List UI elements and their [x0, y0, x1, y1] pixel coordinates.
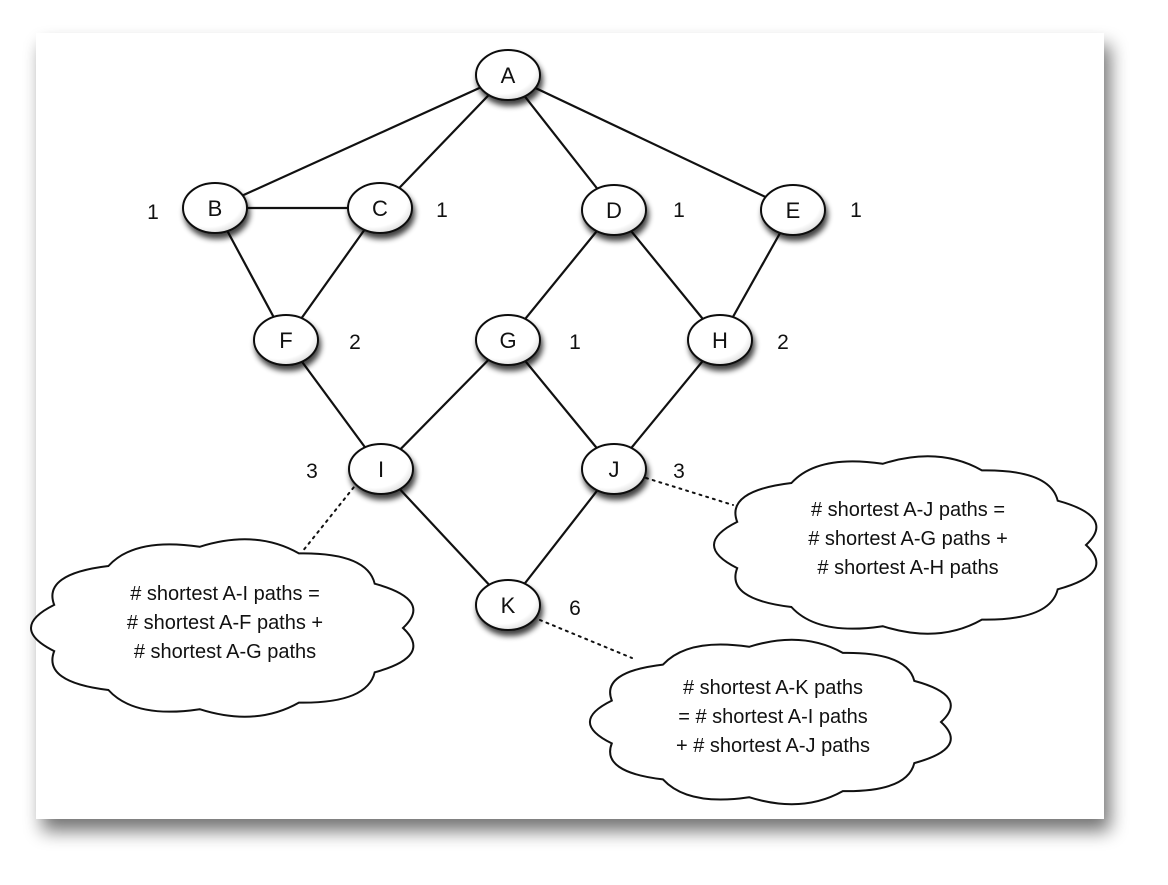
callout-connector-J: [645, 477, 734, 506]
node-circle-K: [475, 579, 541, 631]
callout-cloud-I: # shortest A-I paths = # shortest A-F pat…: [30, 538, 415, 718]
node-G: G: [475, 314, 541, 366]
node-circle-J: [581, 443, 647, 495]
path-counts: 1 1 1 1 2 1 2 3 3 6: [147, 199, 862, 620]
node-label-F: F: [279, 328, 292, 353]
node-label-G: G: [499, 328, 516, 353]
edge-J-K: [507, 468, 615, 606]
node-K: K: [475, 579, 541, 631]
node-label-H: H: [712, 328, 728, 353]
callout-connector-K: [539, 619, 633, 659]
node-circle-F: [253, 314, 319, 366]
callout-text-K-line1: # shortest A-K paths: [683, 677, 863, 699]
callout-clouds: # shortest A-I paths = # shortest A-F pat…: [30, 455, 1098, 806]
callout-text-I-line2: # shortest A-F paths +: [127, 612, 323, 634]
callout-text-I-line3: # shortest A-G paths: [134, 641, 316, 663]
path-count-K: 6: [569, 597, 581, 620]
path-count-B: 1: [147, 201, 159, 224]
node-F: F: [253, 314, 319, 366]
node-label-A: A: [501, 63, 516, 88]
node-circle-A: [475, 49, 541, 101]
callout-connectors: [301, 477, 734, 659]
node-circle-H: [687, 314, 753, 366]
edge-A-D: [507, 74, 615, 211]
nodes: A B C D E F G H I J K: [182, 49, 826, 631]
node-label-C: C: [372, 196, 388, 221]
node-label-E: E: [786, 198, 801, 223]
node-A: A: [475, 49, 541, 101]
node-circle-B: [182, 182, 248, 234]
cloud-shape-K: [589, 638, 952, 806]
node-circle-C: [347, 182, 413, 234]
node-label-J: J: [609, 457, 620, 482]
path-count-H: 2: [777, 331, 789, 354]
node-label-B: B: [208, 196, 223, 221]
callout-cloud-J: # shortest A-J paths = # shortest A-G pat…: [713, 455, 1098, 635]
cloud-shape-I: [30, 538, 415, 718]
edge-I-K: [380, 468, 509, 606]
callout-text-J-line2: # shortest A-G paths +: [808, 528, 1008, 550]
node-circle-E: [760, 184, 826, 236]
node-circle-G: [475, 314, 541, 366]
cloud-shape-J: [713, 455, 1098, 635]
callout-text-J-line3: # shortest A-H paths: [817, 557, 998, 579]
node-circle-D: [581, 184, 647, 236]
edge-A-E: [507, 74, 794, 211]
node-circle-I: [348, 443, 414, 495]
callout-cloud-K: # shortest A-K paths = # shortest A-I pat…: [589, 638, 952, 806]
callout-text-K-line3: + # shortest A-J paths: [676, 735, 870, 757]
callout-text-I-line1: # shortest A-I paths =: [130, 583, 320, 605]
path-count-C: 1: [436, 199, 448, 222]
path-count-J: 3: [673, 460, 685, 483]
path-count-F: 2: [349, 331, 361, 354]
node-B: B: [182, 182, 248, 234]
path-count-D: 1: [673, 199, 685, 222]
path-count-I: 3: [306, 460, 318, 483]
node-label-D: D: [606, 198, 622, 223]
node-label-K: K: [501, 593, 516, 618]
edge-G-I: [380, 339, 509, 470]
callout-connector-I: [301, 481, 359, 553]
node-H: H: [687, 314, 753, 366]
node-I: I: [348, 443, 414, 495]
node-C: C: [347, 182, 413, 234]
node-J: J: [581, 443, 647, 495]
callout-text-K-line2: = # shortest A-I paths: [678, 706, 868, 728]
edge-A-C: [379, 74, 509, 209]
callout-text-J-line1: # shortest A-J paths =: [811, 499, 1005, 521]
edge-A-B: [214, 73, 509, 210]
path-count-G: 1: [569, 331, 581, 354]
node-E: E: [760, 184, 826, 236]
node-D: D: [581, 184, 647, 236]
node-label-I: I: [378, 457, 384, 482]
path-count-E: 1: [850, 199, 862, 222]
